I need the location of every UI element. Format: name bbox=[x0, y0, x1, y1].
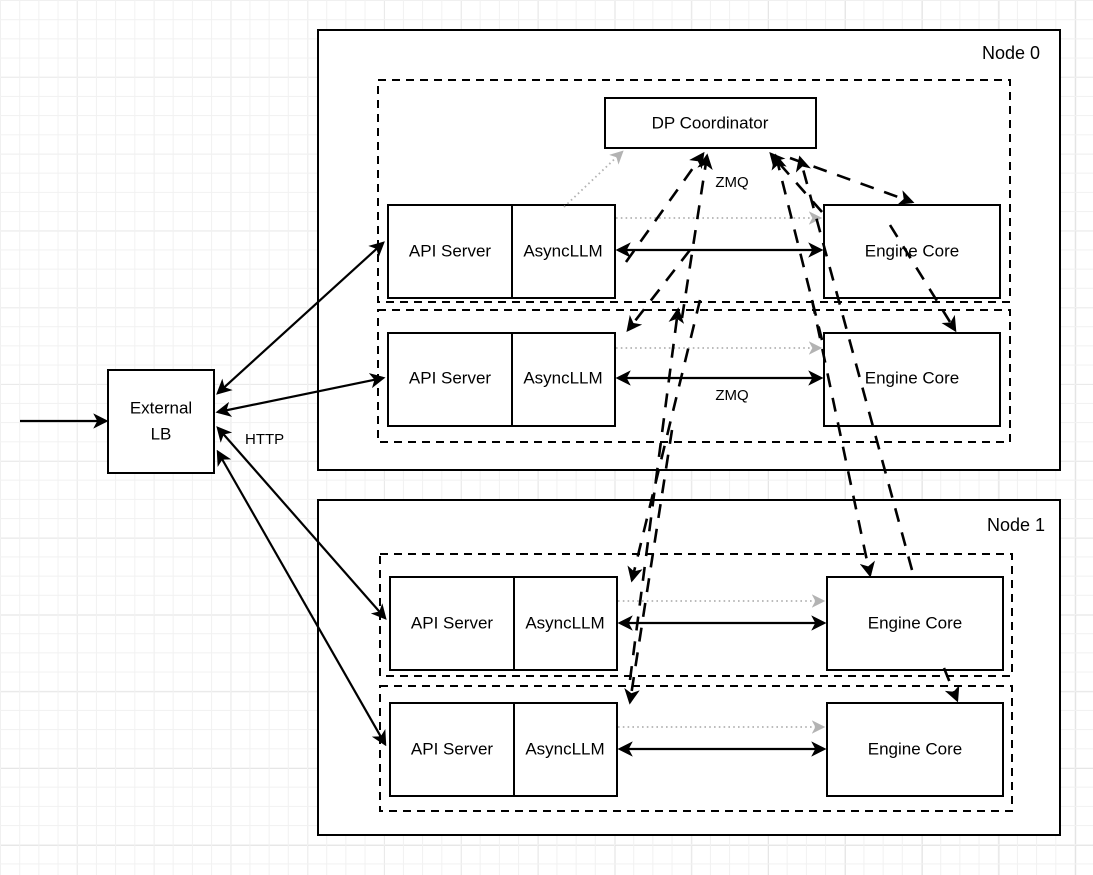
lb-to-node1-group1-link bbox=[216, 449, 387, 747]
dp-coordinator-label: DP Coordinator bbox=[652, 113, 769, 132]
lb-to-node0-group0-link bbox=[216, 241, 385, 395]
async-llm-label: AsyncLLM bbox=[525, 739, 604, 758]
api-server-label: API Server bbox=[409, 368, 492, 387]
api-server-label: API Server bbox=[411, 739, 494, 758]
api-server-label: API Server bbox=[409, 241, 492, 260]
dotted-link-asyncllm-to-coordinator bbox=[563, 150, 624, 208]
external-lb[interactable]: External LB bbox=[107, 369, 215, 474]
external-lb-label-line1: External bbox=[130, 398, 192, 417]
coord-link-n1g0-asyncllm bbox=[628, 307, 685, 681]
node-1-group-1-container bbox=[379, 685, 1013, 812]
engine-core-label: Engine Core bbox=[865, 368, 960, 387]
coord-link-n0g0-engine bbox=[769, 152, 823, 213]
zmq-label-coordinator: ZMQ bbox=[715, 174, 748, 191]
dp-coordinator[interactable]: DP Coordinator bbox=[604, 97, 817, 149]
node-1-label: Node 1 bbox=[987, 515, 1045, 535]
async-llm-label: AsyncLLM bbox=[523, 241, 602, 260]
coord-to-n0g0-engine bbox=[789, 156, 915, 205]
node-1-group-0-engine-core[interactable]: Engine Core bbox=[826, 576, 1004, 671]
async-llm-label: AsyncLLM bbox=[523, 368, 602, 387]
async-llm-label: AsyncLLM bbox=[525, 613, 604, 632]
node-0-group-1-api-async[interactable]: API Server AsyncLLM bbox=[387, 332, 616, 427]
external-lb-label-line2: LB bbox=[151, 424, 172, 443]
http-label: HTTP bbox=[245, 431, 284, 448]
node-1-group-0-api-async[interactable]: API Server AsyncLLM bbox=[389, 576, 618, 671]
api-server-label: API Server bbox=[411, 613, 494, 632]
coord-link-n1g0-engine bbox=[795, 155, 914, 571]
node-0-group-0-engine-core[interactable]: Engine Core bbox=[823, 204, 1001, 299]
lb-to-node0-group1-link bbox=[215, 373, 386, 417]
engine-core-label: Engine Core bbox=[868, 613, 963, 632]
coord-to-n1g1-asyncllm bbox=[624, 429, 674, 705]
node-0-group-0-api-async[interactable]: API Server AsyncLLM bbox=[387, 204, 616, 299]
coord-link-n0g1-asyncllm bbox=[680, 153, 713, 319]
coord-to-n1g1-engine bbox=[942, 667, 960, 703]
zmq-link-node0-group1: ZMQ bbox=[615, 370, 824, 404]
node-0-group-1-engine-core[interactable]: Engine Core bbox=[823, 332, 1001, 427]
engine-core-label: Engine Core bbox=[868, 739, 963, 758]
node-0-group-0-container bbox=[377, 79, 1011, 303]
coord-link-n0g0-asyncllm bbox=[624, 151, 705, 263]
node-1-group-1-api-async[interactable]: API Server AsyncLLM bbox=[389, 702, 618, 797]
node-1-group-1-engine-core[interactable]: Engine Core bbox=[826, 702, 1004, 797]
engine-core-label: Engine Core bbox=[865, 241, 960, 260]
zmq-label-node0-group1: ZMQ bbox=[715, 387, 748, 404]
coord-to-n0g1-asyncllm bbox=[626, 249, 692, 333]
node-0-label: Node 0 bbox=[982, 43, 1040, 63]
coord-to-n1g0-engine bbox=[810, 299, 875, 578]
coord-to-n0g1-engine bbox=[888, 224, 957, 333]
